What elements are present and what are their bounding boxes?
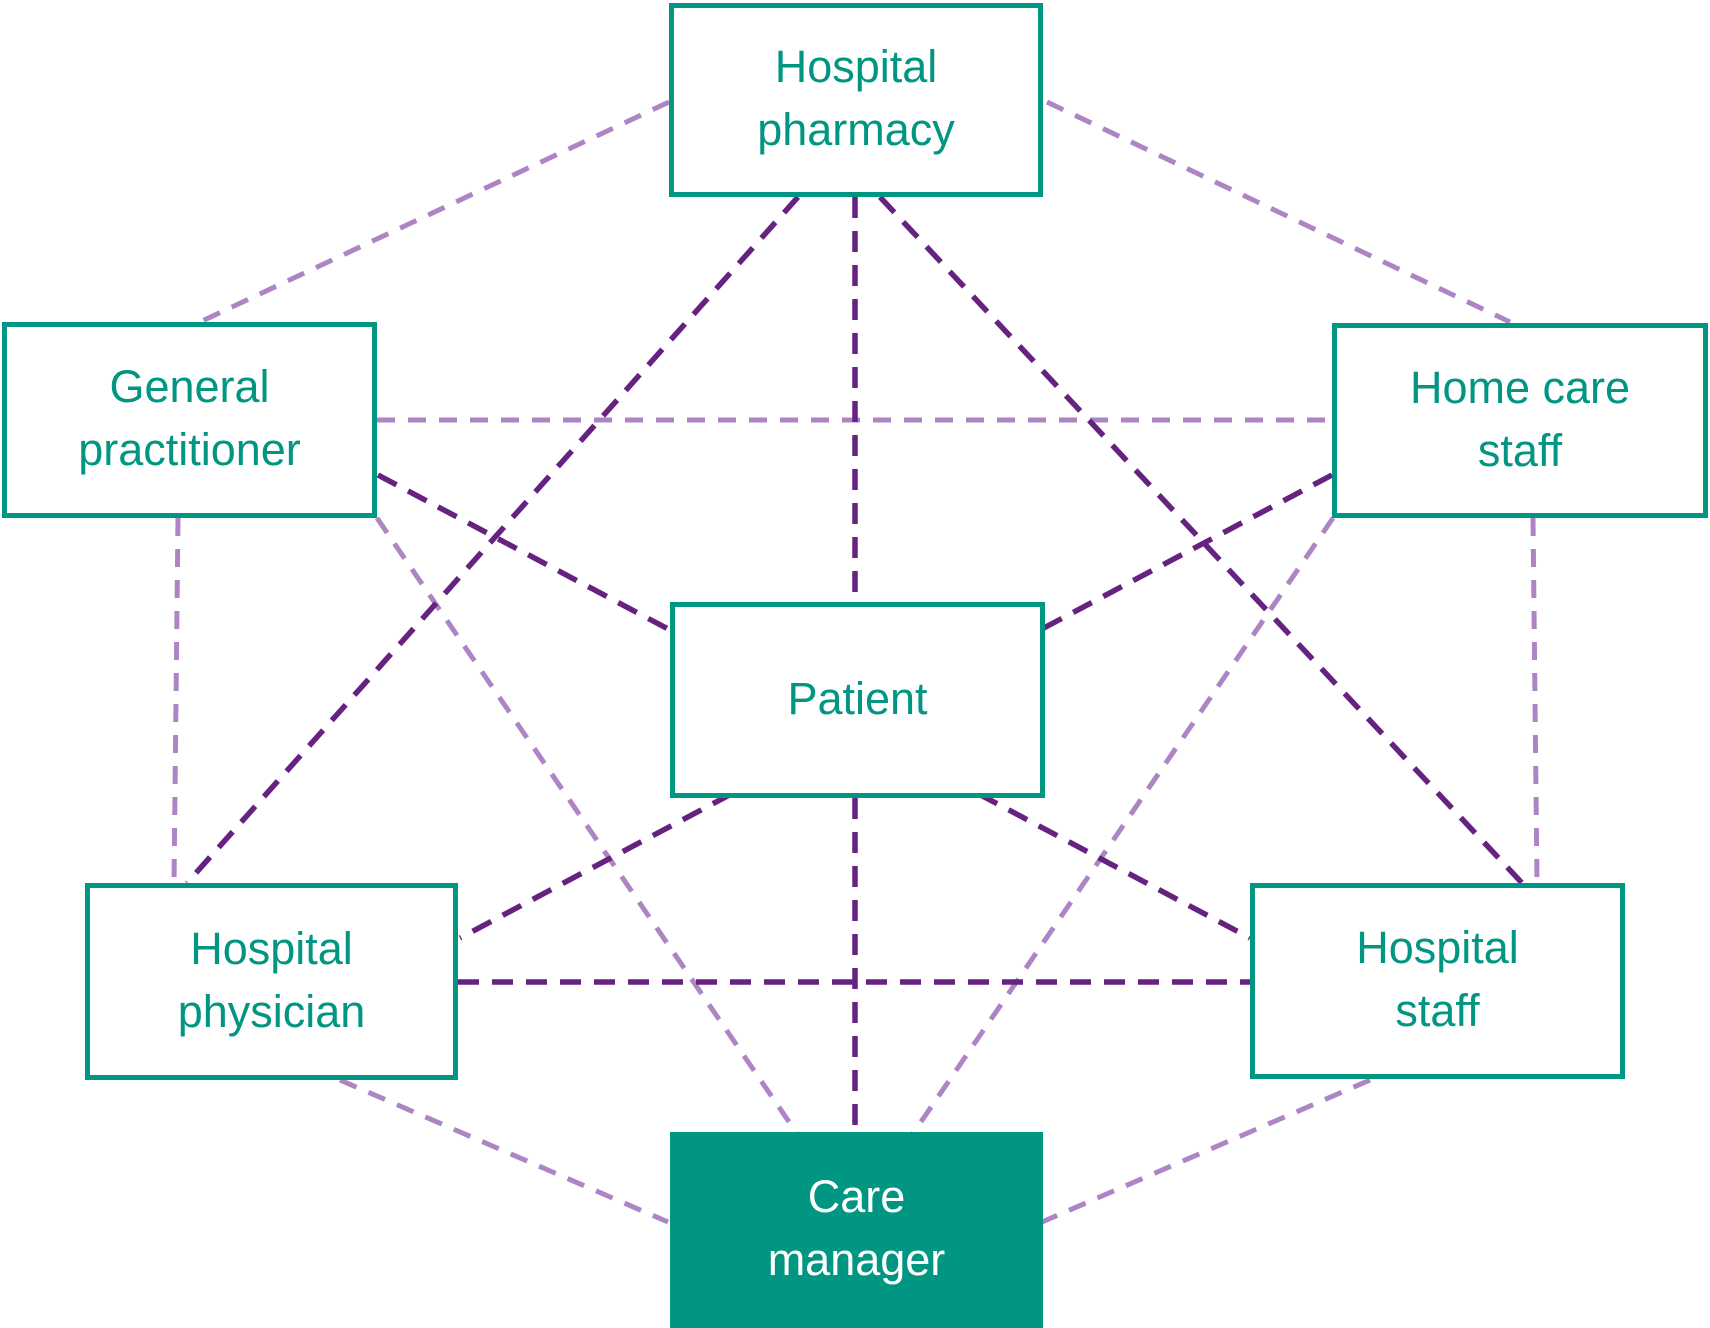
- edge-general_practitioner-care_manager: [374, 516, 801, 1137]
- edge-hospital_physician-care_manager: [339, 1077, 669, 1225]
- edge-hospital_staff-care_manager: [1041, 1077, 1371, 1225]
- node-patient-label: Patient: [787, 672, 928, 724]
- node-hospital-staff: Hospital staff: [1250, 883, 1625, 1079]
- edge-hospital_pharmacy-hospital_staff: [877, 195, 1525, 885]
- edge-hospital_pharmacy-general_practitioner: [198, 99, 671, 325]
- edge-hospital_pharmacy-hospital_physician: [184, 195, 801, 885]
- node-patient: Patient: [670, 602, 1045, 798]
- edge-hospital_pharmacy-home_care_staff: [1045, 99, 1512, 325]
- node-home-care-staff-label: Home care staff: [1409, 361, 1631, 476]
- node-general-practitioner: General practitioner: [2, 322, 377, 518]
- edge-home_care_staff-care_manager: [909, 516, 1336, 1137]
- node-hospital-staff-label: Hospital staff: [1356, 922, 1519, 1036]
- node-general-practitioner-label: General practitioner: [78, 361, 301, 475]
- node-hospital-physician: Hospital physician: [85, 883, 458, 1080]
- node-care-manager-label: Care manager: [767, 1171, 946, 1285]
- node-care-manager: Care manager: [670, 1132, 1043, 1328]
- node-home-care-staff: Home care staff: [1332, 323, 1708, 518]
- node-hospital-physician-label: Hospital physician: [177, 922, 366, 1037]
- node-hospital-pharmacy: Hospital pharmacy: [669, 3, 1043, 197]
- node-hospital-pharmacy-label: Hospital pharmacy: [757, 41, 955, 155]
- edge-general_practitioner-hospital_physician: [171, 517, 181, 884]
- edge-home_care_staff-hospital_staff: [1530, 517, 1540, 884]
